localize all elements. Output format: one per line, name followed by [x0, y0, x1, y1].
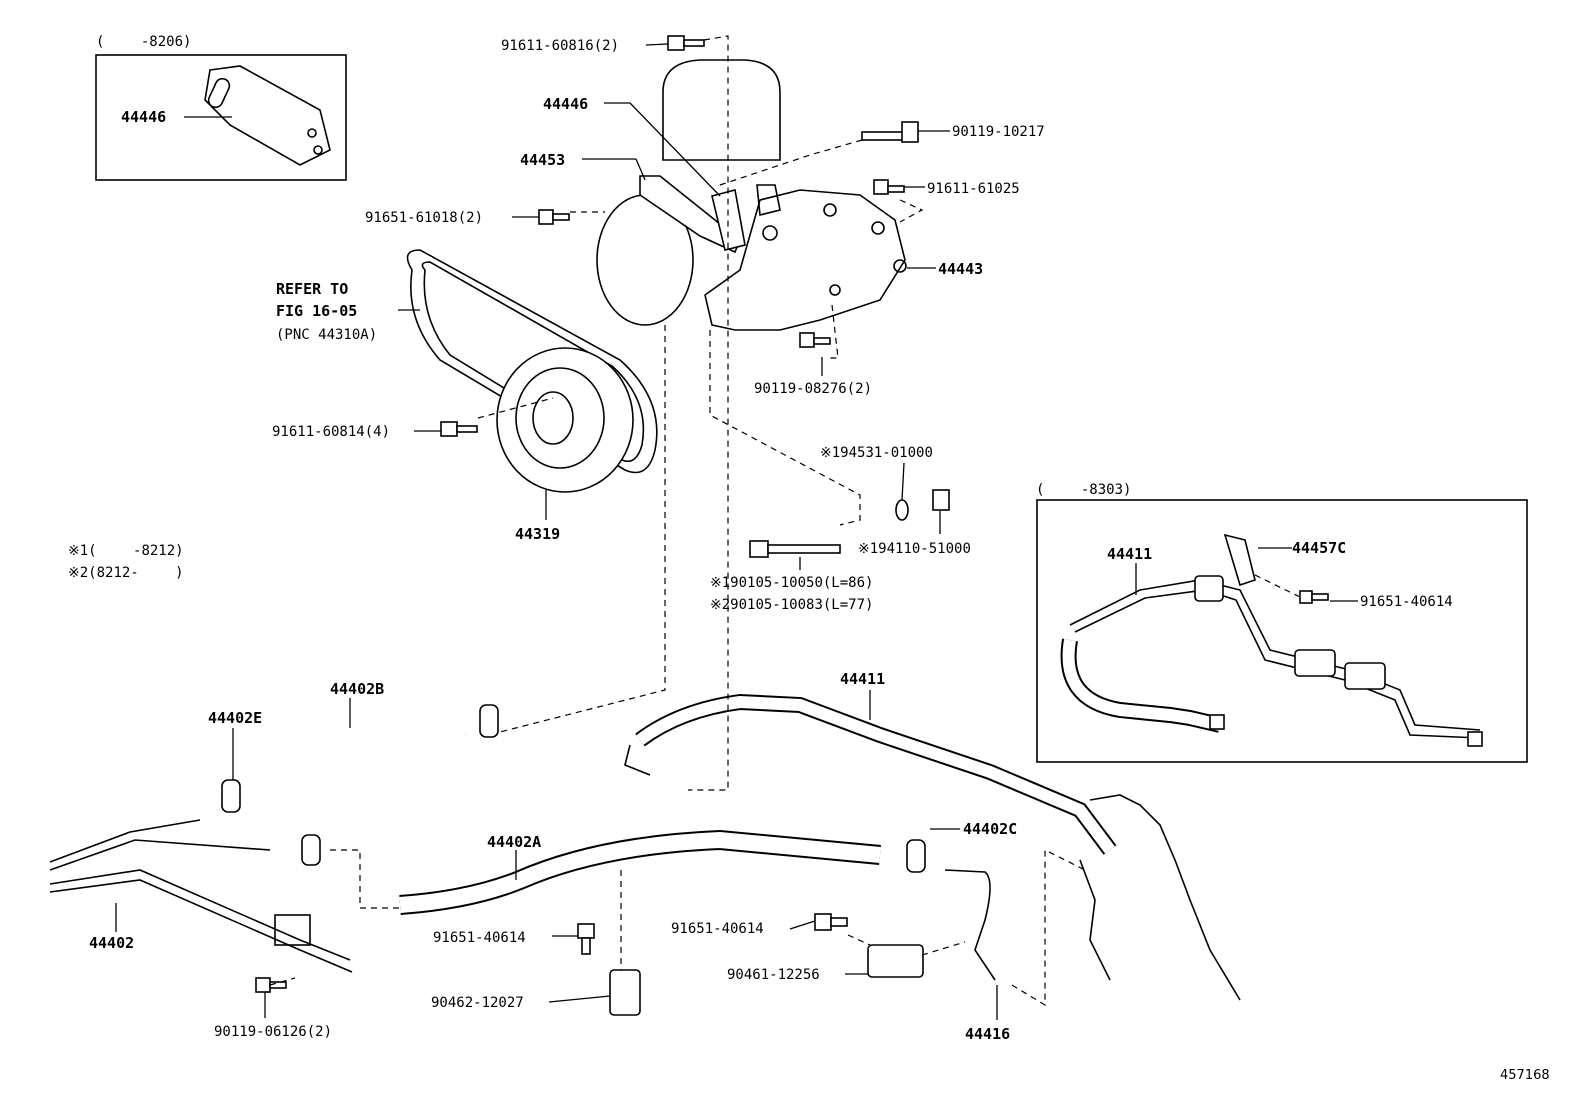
part-label-90119-08276[interactable]: 90119-08276(2): [754, 381, 872, 397]
bolt-91651-61018: [538, 209, 570, 225]
part-label-91651-61018[interactable]: 91651-61018(2): [365, 210, 483, 226]
bolt-91651-40614-b: [814, 913, 848, 931]
inset-part-label-44411[interactable]: 44411: [1107, 545, 1152, 563]
legend-note-2: ※2(8212- ): [68, 565, 184, 581]
inset-right-range-label: ( -8303): [1036, 482, 1131, 498]
bracket-44446-inset-drawing: [204, 65, 331, 166]
part-label-90461-12256[interactable]: 90461-12256: [727, 967, 820, 983]
cooler-pipe-44402-drawing: [49, 819, 353, 973]
part-label-91611-60814[interactable]: 91611-60814(4): [272, 424, 390, 440]
inset-pressure-hose-early: ( -8303) 44411 44457C 91651-40614: [1036, 482, 1528, 763]
drive-belt-drawing: [406, 249, 658, 474]
inset-bolt-drawing: [1299, 590, 1329, 604]
inset-frame: [95, 54, 347, 181]
part-label-90119-10217[interactable]: 90119-10217: [952, 124, 1045, 140]
part-label-190105-10050[interactable]: ※190105-10050(L=86): [710, 575, 873, 591]
bolt-91651-40614-a: [577, 923, 595, 955]
legend-note-1: ※1( -8212): [68, 543, 184, 559]
refer-line-3: (PNC 44310A): [276, 327, 377, 343]
part-label-91651-40614-left[interactable]: 91651-40614: [433, 930, 526, 946]
part-label-44402E[interactable]: 44402E: [208, 709, 262, 727]
part-label-44446-inset[interactable]: 44446: [121, 108, 166, 126]
part-label-90119-06126[interactable]: 90119-06126(2): [214, 1024, 332, 1040]
gear-housing-drawing: [1079, 794, 1241, 1001]
part-label-44416[interactable]: 44416: [965, 1025, 1010, 1043]
part-label-290105-10083[interactable]: ※290105-10083(L=77): [710, 597, 873, 613]
inset-right-frame: [1036, 499, 1528, 763]
pressure-hose-44411-drawing: [624, 693, 1117, 855]
bolt-90119-10217: [861, 121, 919, 143]
reference-dashed-lines: [269, 35, 1086, 1007]
bolt-91611-61025: [873, 179, 905, 195]
part-label-44402B[interactable]: 44402B: [330, 680, 384, 698]
part-label-91651-40614-right[interactable]: 91651-40614: [671, 921, 764, 937]
crank-pulley-44319-drawing: [496, 347, 634, 493]
refer-line-2[interactable]: FIG 16-05: [276, 302, 357, 320]
part-label-44411[interactable]: 44411: [840, 670, 885, 688]
diagram-reference-id: 457168: [1500, 1068, 1550, 1083]
bolt-90119-08276: [799, 332, 831, 348]
reservoir-drawing: [662, 59, 781, 161]
inset-part-label-44457C[interactable]: 44457C: [1292, 539, 1346, 557]
bolt-91611-60816: [667, 35, 705, 51]
part-label-44402[interactable]: 44402: [89, 934, 134, 952]
part-label-194110-51000[interactable]: ※194110-51000: [858, 541, 971, 557]
pump-body-drawing: [704, 184, 907, 331]
part-label-194531-01000[interactable]: ※194531-01000: [820, 445, 933, 461]
inset-bracket-early: ( -8206) 44446: [95, 34, 347, 181]
clamp-44402B: [479, 704, 499, 738]
return-pipe-44416-drawing: [944, 869, 996, 981]
clamp-44402E: [221, 779, 241, 813]
part-label-44402A[interactable]: 44402A: [487, 833, 541, 851]
part-label-44402C[interactable]: 44402C: [963, 820, 1017, 838]
clamp-left-cooler: [301, 834, 321, 866]
nut-194110: [932, 489, 950, 511]
part-label-44446[interactable]: 44446: [543, 95, 588, 113]
hose-44402A-drawing: [399, 829, 881, 915]
bolt-91611-60814: [440, 421, 478, 437]
part-label-91611-60816[interactable]: 91611-60816(2): [501, 38, 619, 54]
clamp-44402C: [906, 839, 926, 873]
part-label-44453[interactable]: 44453: [520, 151, 565, 169]
clamp-90461: [867, 944, 924, 978]
hose-44402B-drawing: [263, 715, 468, 791]
part-label-91611-61025[interactable]: 91611-61025: [927, 181, 1020, 197]
refer-line-1: REFER TO: [276, 280, 348, 298]
inset-part-label-91651-40614[interactable]: 91651-40614: [1360, 594, 1453, 610]
part-label-90462-12027[interactable]: 90462-12027: [431, 995, 524, 1011]
inset-hose-drawing: [1060, 533, 1483, 747]
bracket-44453-drawing: [639, 175, 746, 254]
clamp-90462: [609, 969, 641, 1016]
part-label-44319[interactable]: 44319: [515, 525, 560, 543]
bolt-190105: [749, 540, 841, 558]
leader-lines: [115, 43, 998, 1020]
washer-194531: [895, 499, 909, 521]
part-label-44443[interactable]: 44443: [938, 260, 983, 278]
inset-range-label: ( -8206): [96, 34, 191, 50]
